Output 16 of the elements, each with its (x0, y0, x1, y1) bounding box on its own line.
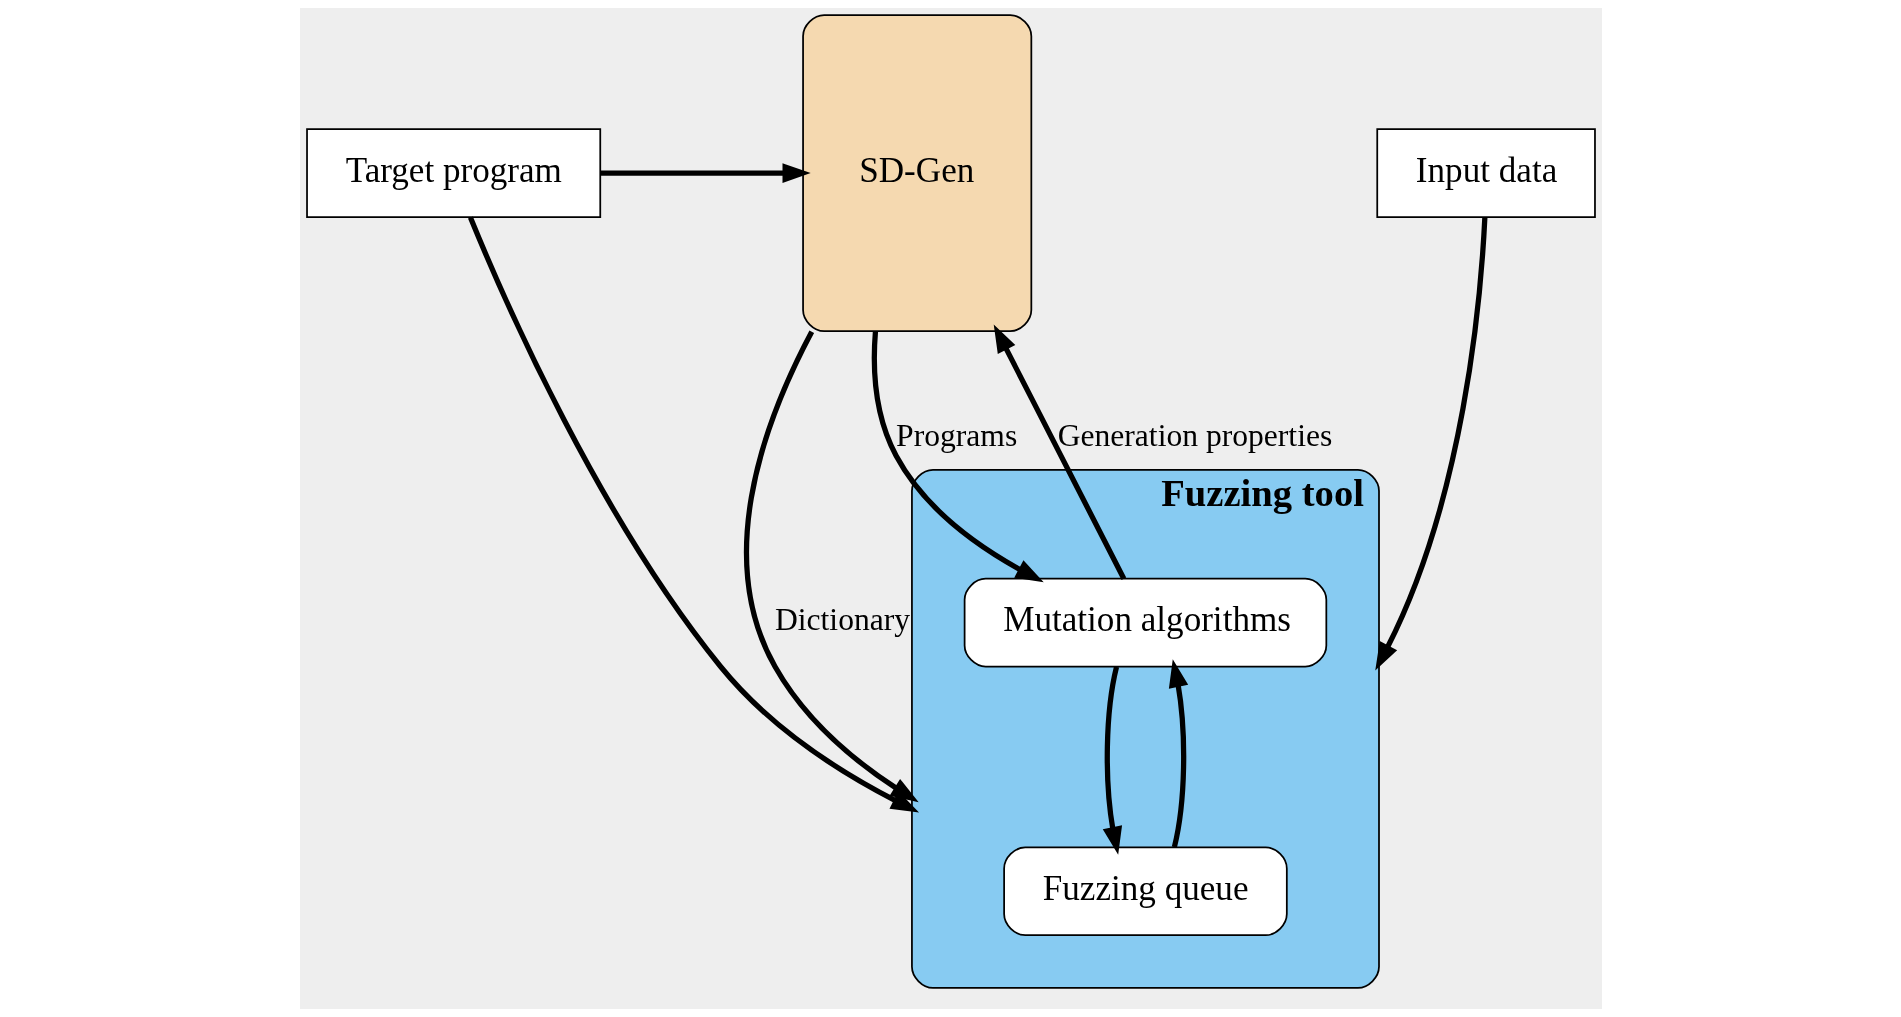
edge-label: Generation properties (1057, 417, 1332, 453)
arrow (467, 216, 919, 813)
arrow (993, 324, 1126, 580)
arrow (599, 163, 811, 183)
edge-label: Programs (895, 417, 1017, 453)
node-box: SD-Gen (801, 14, 1032, 333)
node-box: Target program (305, 128, 601, 218)
node-box: Mutation algorithms (963, 577, 1327, 668)
node-box: Fuzzing queue (1002, 846, 1288, 937)
edge-label: Dictionary (774, 602, 910, 638)
arrow (1374, 217, 1487, 671)
node-box: Input data (1375, 128, 1596, 218)
arrow (1168, 659, 1188, 848)
arrow (743, 330, 919, 803)
arrow (1102, 666, 1122, 855)
arrow (871, 331, 1044, 583)
